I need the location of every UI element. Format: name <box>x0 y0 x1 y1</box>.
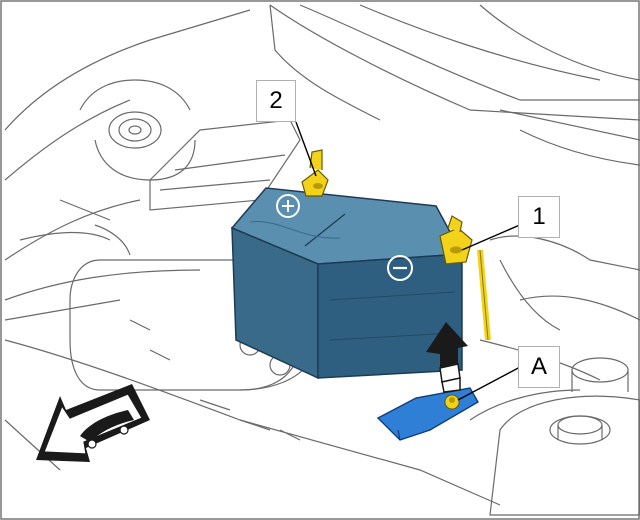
callout-text-a: A <box>530 353 547 380</box>
minus-terminal-icon <box>387 255 413 281</box>
leader-line-2 <box>295 121 317 177</box>
battery-cable <box>477 249 491 341</box>
hold-down-bracket <box>376 387 479 441</box>
engine-bay-background <box>4 4 640 516</box>
battery <box>230 187 464 380</box>
callout-label-1: 1 <box>518 196 560 238</box>
battery-front <box>317 253 463 379</box>
negative-terminal-clamp <box>439 215 473 265</box>
leader-line-a <box>457 365 523 401</box>
callout-label-2: 2 <box>256 80 296 122</box>
leader-line-1 <box>461 223 523 251</box>
vehicle-forward-arrow-icon <box>36 384 150 462</box>
callout-text-1: 1 <box>532 203 546 230</box>
positive-terminal-clamp <box>301 149 329 197</box>
lift-up-arrow-icon <box>426 322 468 393</box>
callout-text-2: 2 <box>269 87 283 114</box>
callout-label-a: A <box>518 346 560 388</box>
plus-terminal-icon <box>276 194 300 218</box>
leader-lines <box>295 121 523 401</box>
